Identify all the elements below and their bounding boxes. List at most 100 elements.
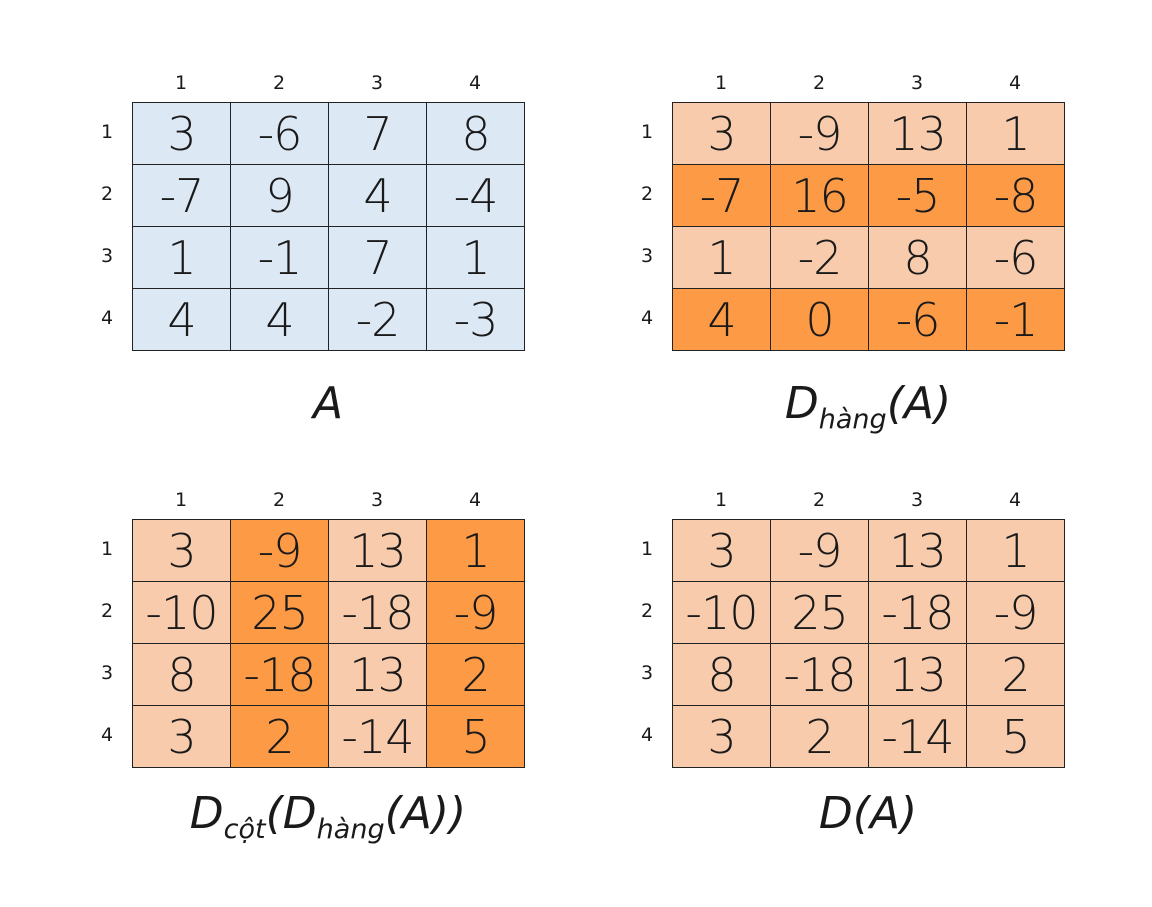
matrix-cell: 3 [673,706,770,767]
matrix-cell: -2 [771,227,868,288]
matrix-cell: -9 [771,103,868,164]
matrix-cell: -10 [673,582,770,643]
column-header: 1 [714,72,728,94]
column-header: 2 [812,72,826,94]
matrix-cell: -9 [771,520,868,581]
caption-text: D [189,788,224,839]
matrix-cell: 0 [771,289,868,350]
matrix-cell: 1 [427,520,524,581]
matrix-cell: -8 [967,165,1064,226]
matrix-cell: 1 [967,103,1064,164]
column-header: 3 [910,72,924,94]
column-header: 4 [1008,72,1022,94]
caption-text: A [312,378,344,429]
row-header: 4 [100,307,114,329]
matrix-cell: 13 [329,644,426,705]
matrix-cell: 4 [329,165,426,226]
column-header: 3 [910,489,924,511]
matrix-cell: 13 [329,520,426,581]
row-header: 4 [640,724,654,746]
column-header: 3 [370,72,384,94]
matrix-cell: -7 [133,165,230,226]
matrix-cell: 2 [231,706,328,767]
column-header: 1 [174,489,188,511]
caption-text: (A) [886,378,952,429]
matrix-cell: -1 [967,289,1064,350]
matrix-cell: -18 [329,582,426,643]
matrix-cell: 7 [329,103,426,164]
matrix-cell: 8 [133,644,230,705]
matrix-cell: 1 [133,227,230,288]
matrix-cell: 4 [673,289,770,350]
matrix-cell: 9 [231,165,328,226]
column-header: 1 [714,489,728,511]
column-header: 1 [174,72,188,94]
matrix-cell: -9 [231,520,328,581]
row-header: 1 [640,538,654,560]
matrix-cell: 16 [771,165,868,226]
matrix-cell: 8 [869,227,966,288]
matrix-cell: 8 [427,103,524,164]
caption-text: D(A) [818,788,918,839]
matrix-cell: 1 [967,520,1064,581]
matrix-cell: 5 [967,706,1064,767]
matrix-cell: -5 [869,165,966,226]
row-header: 3 [100,245,114,267]
matrix-cell: -9 [427,582,524,643]
matrix-cell: -18 [231,644,328,705]
row-header: 2 [640,183,654,205]
matrix-caption: Dcột(Dhàng(A)) [68,788,588,845]
caption-text: (A)) [384,788,467,839]
matrix-cell: 1 [427,227,524,288]
caption-subscript: hàng [316,814,385,845]
matrix-cell: -7 [673,165,770,226]
matrix-cell: 2 [427,644,524,705]
caption-subscript: hàng [818,404,887,435]
matrix-cell: 8 [673,644,770,705]
row-header: 3 [640,662,654,684]
matrix-cell: 4 [231,289,328,350]
matrix-cell: 13 [869,103,966,164]
matrix-cell: -6 [967,227,1064,288]
column-header: 4 [468,72,482,94]
caption-text: (D [265,788,317,839]
row-header: 1 [100,121,114,143]
matrix-cell: 1 [673,227,770,288]
matrix-caption: D(A) [608,788,1128,839]
column-header: 4 [1008,489,1022,511]
column-header: 4 [468,489,482,511]
row-header: 1 [100,538,114,560]
matrix-cell: -3 [427,289,524,350]
matrix-cell: 2 [967,644,1064,705]
row-header: 4 [100,724,114,746]
matrix-cell: 5 [427,706,524,767]
matrix-cell: 2 [771,706,868,767]
matrix-cell: 3 [673,103,770,164]
matrix-cell: 3 [133,103,230,164]
row-header: 3 [640,245,654,267]
matrix-cell: -2 [329,289,426,350]
column-header: 2 [812,489,826,511]
matrix-cell: -4 [427,165,524,226]
row-header: 2 [640,600,654,622]
row-header: 4 [640,307,654,329]
caption-subscript: cột [223,814,266,845]
row-header: 2 [100,600,114,622]
matrix-cell: -14 [869,706,966,767]
matrix-cell: 3 [673,520,770,581]
matrix-cell: -6 [231,103,328,164]
matrix-cell: -9 [967,582,1064,643]
matrix-cell: 7 [329,227,426,288]
row-header: 3 [100,662,114,684]
column-header: 3 [370,489,384,511]
matrix-cell: -6 [869,289,966,350]
matrix-cell: 4 [133,289,230,350]
column-header: 2 [272,489,286,511]
matrix-cell: 13 [869,644,966,705]
matrix-cell: -14 [329,706,426,767]
matrix-cell: -10 [133,582,230,643]
matrix-cell: 25 [771,582,868,643]
